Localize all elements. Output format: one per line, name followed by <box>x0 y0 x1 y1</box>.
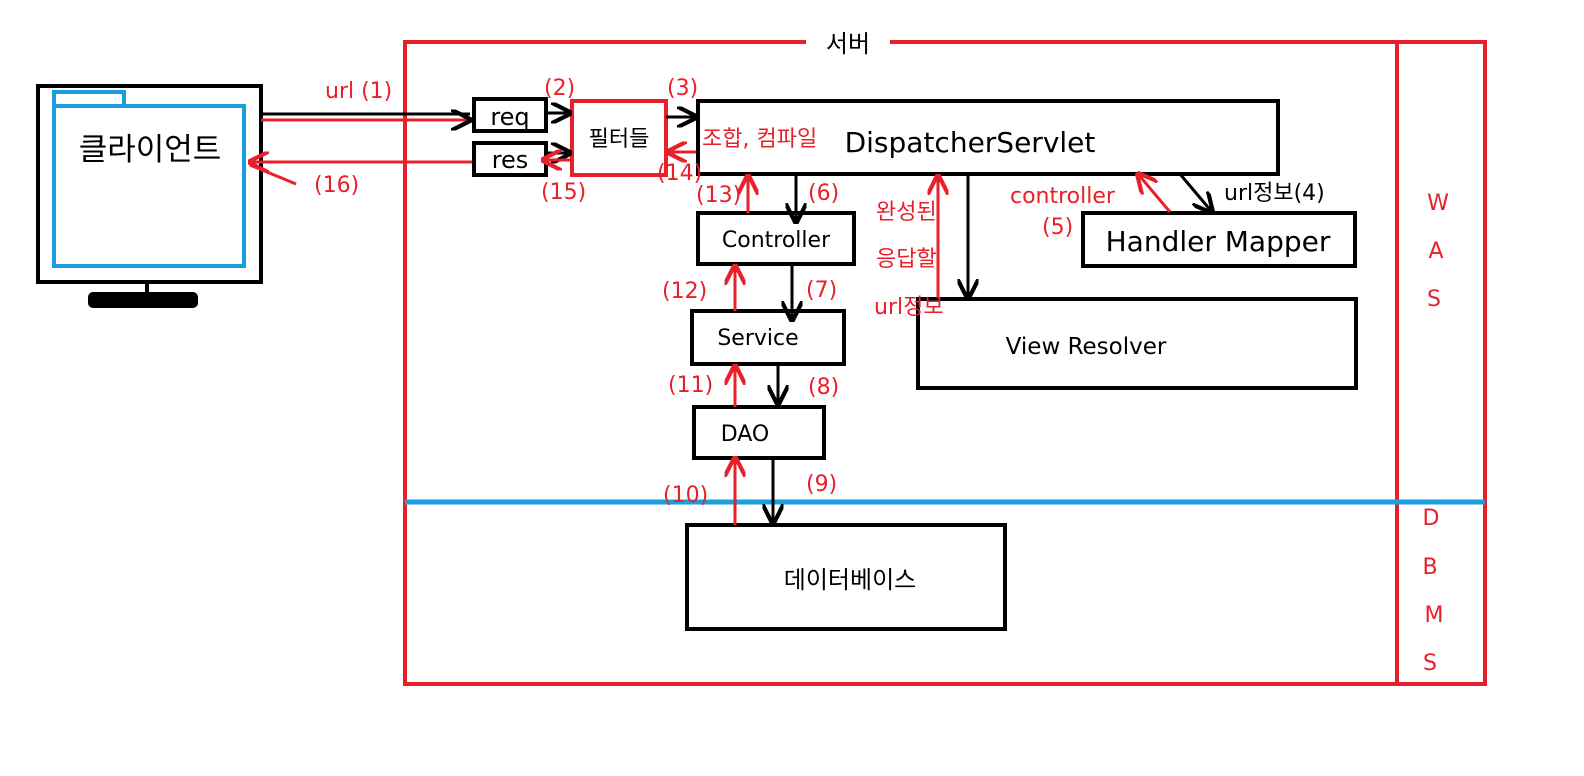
server-frame: 서버 <box>403 28 1487 686</box>
annotation-step-3: (3) <box>667 76 698 101</box>
dbms-letter-b: B <box>1422 555 1437 580</box>
view-resolver-label: View Resolver <box>1006 334 1167 360</box>
annotation-step-8: (8) <box>808 375 839 400</box>
annotation-step-9: (9) <box>806 472 837 497</box>
annotation-step-16: (16) <box>314 173 359 198</box>
annotation-step-2: (2) <box>544 76 575 101</box>
dbms-letter-d: D <box>1423 506 1440 531</box>
database-box: 데이터베이스 <box>685 523 1007 631</box>
annotation-step-12: (12) <box>662 279 707 304</box>
dbms-label: D B M S <box>1422 506 1443 676</box>
dao-label: DAO <box>721 422 770 447</box>
handler-mapper-label: Handler Mapper <box>1106 225 1331 258</box>
controller-label: Controller <box>722 228 831 253</box>
annotation-step-11: (11) <box>668 373 713 398</box>
was-letter-w: W <box>1427 191 1449 216</box>
client-label: 클라이언트 <box>79 132 222 168</box>
annotation-completed-response-2: 응답할 <box>876 247 937 272</box>
annotation-step-15: (15) <box>541 180 586 205</box>
annotations: url (1) (2) (3) 조합, 컴파일 url정보(4) control… <box>314 76 1325 508</box>
annotation-step-13: (13) <box>696 183 741 208</box>
response-tail-16 <box>249 163 297 186</box>
req-box: req <box>472 97 548 133</box>
dao-box: DAO <box>692 405 826 460</box>
annotation-step-5: (5) <box>1042 215 1073 240</box>
client-monitor: 클라이언트 <box>36 84 263 308</box>
dispatcher-servlet-box: DispatcherServlet <box>696 99 1280 176</box>
filters-label: 필터들 <box>589 127 650 152</box>
arrow-4 <box>1178 173 1212 212</box>
server-title: 서버 <box>826 30 870 58</box>
dispatcher-label: DispatcherServlet <box>845 126 1096 159</box>
req-label: req <box>490 103 529 131</box>
monitor-icon <box>36 84 263 284</box>
res-label: res <box>492 146 529 174</box>
dbms-letter-m: M <box>1425 603 1444 628</box>
service-label: Service <box>717 326 798 351</box>
service-box: Service <box>690 309 846 366</box>
annotation-controller: controller <box>1010 184 1116 209</box>
was-letter-s: S <box>1427 287 1441 312</box>
res-box: res <box>472 141 548 177</box>
database-label: 데이터베이스 <box>784 566 916 594</box>
annotation-step-14: (14) <box>657 161 702 186</box>
annotation-step-4: url정보(4) <box>1224 181 1325 206</box>
annotation-step-7: (7) <box>806 278 837 303</box>
annotation-url-1: url (1) <box>325 79 392 104</box>
annotation-completed-response-1: 완성된 <box>876 200 937 225</box>
arrow-5 <box>1138 174 1172 213</box>
monitor-stand <box>88 292 198 308</box>
filters-box: 필터들 <box>570 99 668 177</box>
annotation-step-10: (10) <box>663 483 708 508</box>
annotation-completed-response-3: url정보 <box>874 295 944 320</box>
view-resolver-box: View Resolver <box>916 297 1358 390</box>
was-letter-a: A <box>1428 239 1443 264</box>
controller-box: Controller <box>696 211 856 266</box>
annotation-combine-compile: 조합, 컴파일 <box>702 127 817 152</box>
handler-mapper-box: Handler Mapper <box>1081 211 1357 268</box>
was-label: W A S <box>1427 191 1449 312</box>
annotation-step-6: (6) <box>808 181 839 206</box>
dbms-letter-s: S <box>1423 651 1437 676</box>
